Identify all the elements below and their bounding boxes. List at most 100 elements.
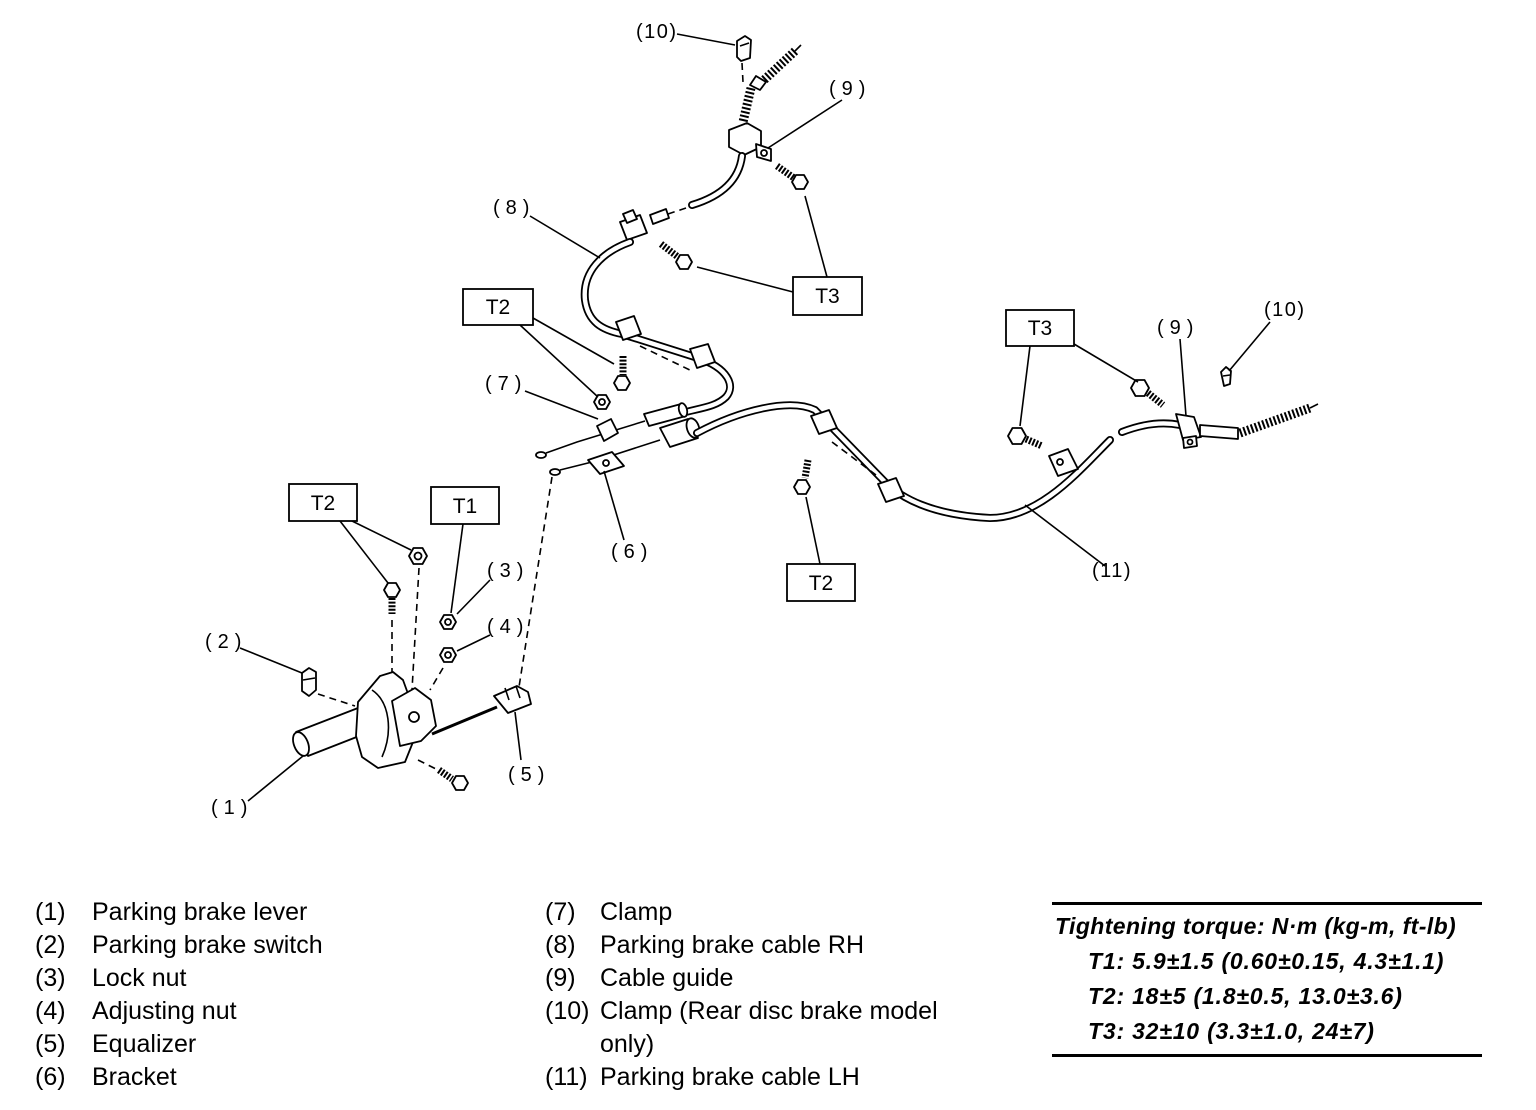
- callout-9-right: (9): [1157, 317, 1199, 339]
- leader-t2-left-b: [351, 520, 412, 551]
- legend-item: (2) Parking brake switch: [35, 929, 323, 962]
- nut-t2-left: [408, 547, 428, 691]
- callout-11: (11): [1092, 560, 1132, 582]
- bolt-lower: [417, 759, 469, 791]
- wire-to-equalizer-dashed: [518, 476, 553, 688]
- cable-rh: [580, 152, 746, 417]
- parking-brake-diagram: T3 T2 T3 T2 T2 T1 (10) (9) (8) (7) (9) (…: [205, 21, 1319, 819]
- cable-guide-9-top: [728, 122, 772, 162]
- legend-number: (10): [545, 997, 590, 1025]
- callout-9-top: (9): [829, 78, 871, 100]
- torque-row-t1: T1: 5.9±1.5 (0.60±0.15, 4.3±1.1): [1088, 948, 1445, 974]
- leader-c3: [456, 579, 491, 615]
- torque-tag-label: T2: [486, 296, 511, 319]
- legend-number: (8): [545, 931, 576, 959]
- leader-t2-mid: [805, 496, 821, 565]
- legend-item: (4)Adjusting nut: [35, 995, 323, 1028]
- legend-text: Cable guide: [600, 964, 734, 992]
- leader-c10-right: [1228, 321, 1271, 372]
- cable-rh-threaded-end: [738, 44, 802, 124]
- parts-legend-middle: (7)Clamp (8)Parking brake cable RH (9)Ca…: [545, 896, 950, 1094]
- leader-t2-left-a: [339, 520, 389, 584]
- leader-lines: [239, 33, 1271, 802]
- legend-text: Parking brake cable LH: [600, 1063, 860, 1091]
- nut-t2-upper: [593, 394, 611, 410]
- torque-tag-t1: T1: [430, 486, 500, 525]
- leader-t3-top-a: [804, 195, 828, 278]
- leader-c6: [603, 470, 625, 541]
- legend-text: Lock nut: [92, 964, 187, 992]
- legend-text: Adjusting nut: [92, 997, 237, 1025]
- legend-item: (7) Clamp: [545, 896, 950, 929]
- leader-t2-upper-b: [532, 317, 615, 365]
- bolt-t3-right-lower: [1007, 427, 1044, 450]
- leader-c5: [514, 711, 522, 761]
- cable-rh-clamps: [615, 315, 716, 373]
- torque-table-top-rule: [1052, 902, 1482, 905]
- legend-number: (1): [35, 898, 66, 926]
- callout-10-right: (10): [1264, 299, 1306, 321]
- legend-text: Parking brake lever: [92, 898, 308, 926]
- leader-c9-right: [1179, 338, 1187, 417]
- torque-tag-label: T3: [1028, 317, 1053, 340]
- callout-5: (5): [508, 764, 550, 786]
- bolt-t2-upper: [613, 356, 631, 391]
- clamp-10-right: [1220, 366, 1232, 387]
- torque-tag-t2-left: T2: [288, 483, 358, 522]
- legend-number: (2): [35, 931, 66, 959]
- equalizer-5: [493, 685, 532, 714]
- bracket-6: [587, 451, 625, 475]
- callout-3: (3): [487, 560, 529, 582]
- leader-t3-right-a: [1019, 345, 1031, 427]
- callout-10-top: (10): [636, 21, 678, 43]
- cable-end-fittings: [535, 402, 701, 476]
- bolt-t3-right-upper: [1130, 379, 1166, 408]
- legend-item: (5) Equalizer: [35, 1028, 323, 1061]
- legend-item: (8)Parking brake cable RH: [545, 929, 950, 962]
- torque-table-bottom-rule: [1052, 1054, 1482, 1057]
- cable-lh: [693, 401, 1184, 522]
- legend-number: (7): [545, 898, 576, 926]
- torque-table-title: Tightening torque: N·m (kg-m, ft-lb): [1055, 913, 1457, 939]
- torque-tag-t3-right: T3: [1005, 309, 1075, 347]
- legend-text: Parking brake switch: [92, 931, 323, 959]
- leader-c1: [247, 755, 304, 802]
- parking-brake-switch-2: [301, 667, 356, 707]
- leader-c7: [524, 390, 599, 420]
- cable-lh-clamps: [810, 409, 1079, 503]
- legend-item: (3)Lock nut: [35, 962, 323, 995]
- legend-text: Bracket: [92, 1063, 177, 1091]
- torque-tag-t2-mid: T2: [786, 563, 856, 602]
- legend-number: (6): [35, 1063, 66, 1091]
- parking-brake-lever-1: [292, 671, 498, 769]
- leader-c4: [456, 634, 491, 652]
- clamp-10-top: [736, 35, 752, 83]
- torque-tag-t2-upper: T2: [462, 288, 534, 326]
- adjusting-nut-4: [429, 647, 457, 691]
- legend-text: Clamp: [600, 898, 673, 926]
- leader-t3-right-b: [1073, 343, 1139, 383]
- legend-text: Equalizer: [92, 1030, 197, 1058]
- legend-item: (1) Parking brake lever: [35, 896, 323, 929]
- cable-lh-threaded-end: [1199, 403, 1319, 440]
- torque-tag-label: T3: [815, 285, 840, 308]
- legend-number: (5): [35, 1030, 66, 1058]
- torque-tag-t3-top: T3: [792, 276, 863, 316]
- legend-text: Clamp (Rear disc brake model only): [600, 997, 938, 1058]
- leader-c9-top: [767, 99, 843, 149]
- callout-7: (7): [485, 373, 527, 395]
- leader-c11: [1024, 504, 1106, 567]
- callout-1: (1): [211, 797, 253, 819]
- torque-row-t3: T3: 32±10 (3.3±1.0, 24±7): [1088, 1018, 1375, 1044]
- torque-tag-label: T2: [311, 492, 336, 515]
- leader-c8: [529, 215, 601, 259]
- legend-item: (6) Bracket: [35, 1061, 323, 1094]
- legend-item: (11) Parking brake cable LH: [545, 1061, 950, 1094]
- clamp-7: [596, 418, 619, 442]
- lock-nut-3: [439, 614, 457, 630]
- torque-row-t2: T2: 18±5 (1.8±0.5, 13.0±3.6): [1088, 983, 1403, 1009]
- bolt-t3-top: [774, 163, 809, 190]
- callout-8: (8): [493, 197, 535, 219]
- torque-tag-label: T2: [809, 572, 834, 595]
- legend-number: (11): [545, 1063, 588, 1091]
